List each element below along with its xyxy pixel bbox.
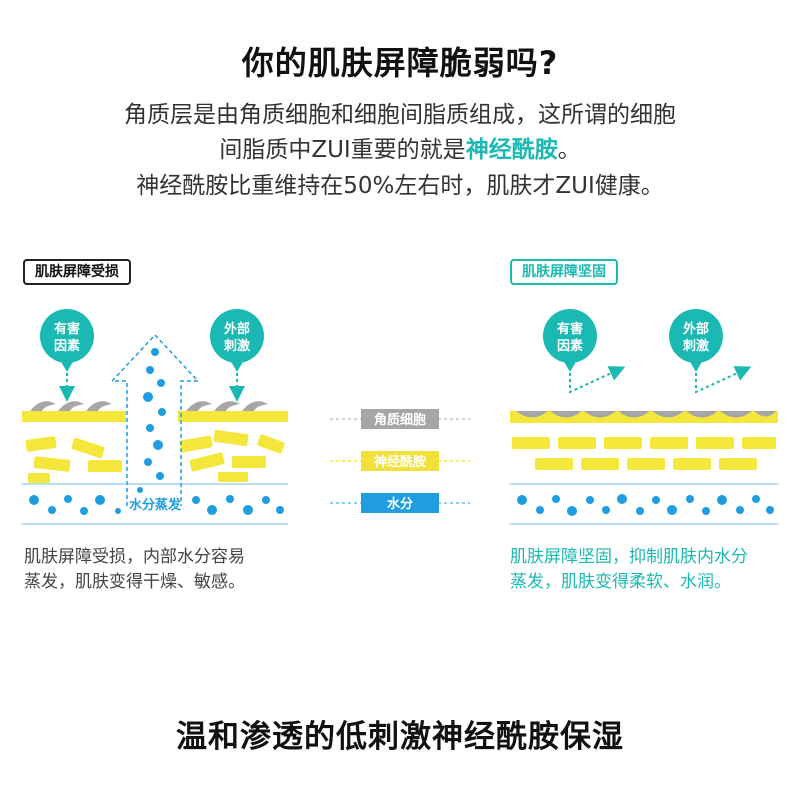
damaged-caption-line-1: 肌肤屏障受损，内部水分容易 [24, 547, 245, 567]
water-evaporation-label: 水分蒸发 [129, 497, 182, 513]
intro-line-2-end: 。 [557, 137, 581, 163]
harmful-factors-bubble: 有害 因素 [40, 309, 94, 372]
damaged-caption: 肌肤屏障受损，内部水分容易 蒸发，肌肤变得干燥、敏感。 [24, 545, 294, 595]
intro-line-3: 神经酰胺比重维持在50%左右时，肌肤才ZUI健康。 [136, 173, 664, 199]
damaged-barrier-tag: 肌肤屏障受损 [23, 259, 131, 285]
svg-text:因素: 因素 [54, 338, 80, 354]
legend-ceramide: 神经酰胺 [374, 454, 426, 470]
legend-water: 水分 [387, 496, 413, 512]
healthy-caption: 肌肤屏障坚固，抑制肌肤内水分 蒸发，肌肤变得柔软、水润。 [510, 545, 780, 595]
harmful-factors-bubble-right: 有害 因素 [543, 309, 597, 372]
healthy-caption-line-2: 蒸发，肌肤变得柔软、水润。 [510, 572, 731, 592]
left-diagram: 有害 因素 外部 刺激 [22, 309, 288, 525]
svg-text:刺激: 刺激 [224, 338, 251, 354]
external-stimulus-bubble: 外部 刺激 [210, 309, 264, 372]
healthy-caption-line-1: 肌肤屏障坚固，抑制肌肤内水分 [510, 547, 748, 567]
svg-text:因素: 因素 [557, 338, 583, 354]
page-title: 你的肌肤屏障脆弱吗? [241, 44, 559, 82]
right-diagram: 有害 因素 外部 刺激 [510, 309, 778, 525]
healthy-barrier-tag: 肌肤屏障坚固 [510, 259, 618, 285]
intro-line-2-text: 间脂质中ZUI重要的就是 [219, 137, 466, 163]
intro-highlight: 神经酰胺 [465, 137, 558, 163]
bottom-title: 温和渗透的低刺激神经酰胺保湿 [176, 719, 624, 755]
svg-text:外部: 外部 [682, 321, 709, 337]
svg-text:外部: 外部 [223, 321, 250, 337]
legend-keratinocyte: 角质细胞 [374, 412, 426, 428]
intro-line-1: 角质层是由角质细胞和细胞间脂质组成，这所谓的细胞 [124, 102, 676, 128]
svg-text:有害: 有害 [557, 321, 583, 337]
svg-text:有害: 有害 [54, 321, 80, 337]
legend: 角质细胞 神经酰胺 水分 [330, 409, 470, 513]
intro-line-2: 间脂质中ZUI重要的就是神经酰胺。 [0, 130, 800, 164]
external-stimulus-bubble-right: 外部 刺激 [669, 309, 723, 372]
svg-text:刺激: 刺激 [683, 338, 710, 354]
damaged-caption-line-2: 蒸发，肌肤变得干燥、敏感。 [24, 572, 245, 592]
